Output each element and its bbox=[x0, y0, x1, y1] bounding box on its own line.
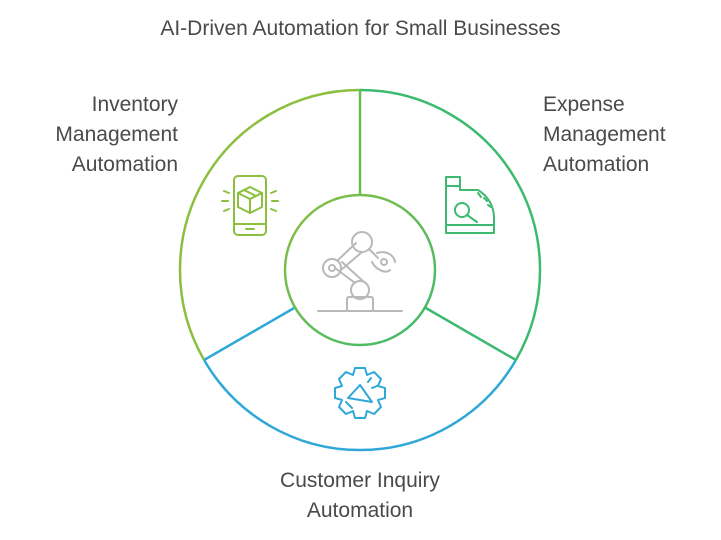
center-circle bbox=[283, 193, 437, 347]
robot-arm-icon bbox=[317, 231, 403, 312]
label-inventory-line-2: Management bbox=[55, 123, 178, 146]
segment-arc-customer bbox=[203, 359, 517, 452]
label-inventory: Inventory Management Automation bbox=[20, 90, 178, 180]
label-customer-line-1: Customer Inquiry bbox=[280, 469, 440, 492]
label-customer: Customer Inquiry Automation bbox=[210, 466, 510, 526]
gear-megaphone-icon bbox=[334, 367, 386, 419]
divider-right bbox=[424, 306, 517, 362]
label-inventory-line-1: Inventory bbox=[91, 93, 178, 116]
divider-left bbox=[203, 306, 296, 362]
smartphone-package-icon bbox=[221, 175, 279, 236]
label-customer-line-2: Automation bbox=[306, 499, 414, 522]
label-expense-line-2: Management bbox=[543, 123, 666, 146]
calculator-gauge-icon bbox=[445, 176, 495, 234]
label-expense: Expense Management Automation bbox=[543, 90, 713, 180]
label-inventory-line-3: Automation bbox=[71, 153, 178, 176]
label-expense-line-3: Automation bbox=[543, 153, 650, 176]
segment-arc-expense bbox=[359, 88, 542, 361]
diagram-title: AI-Driven Automation for Small Businesse… bbox=[160, 17, 561, 40]
segment-arc-inventory bbox=[178, 88, 361, 361]
label-expense-line-1: Expense bbox=[543, 93, 625, 116]
